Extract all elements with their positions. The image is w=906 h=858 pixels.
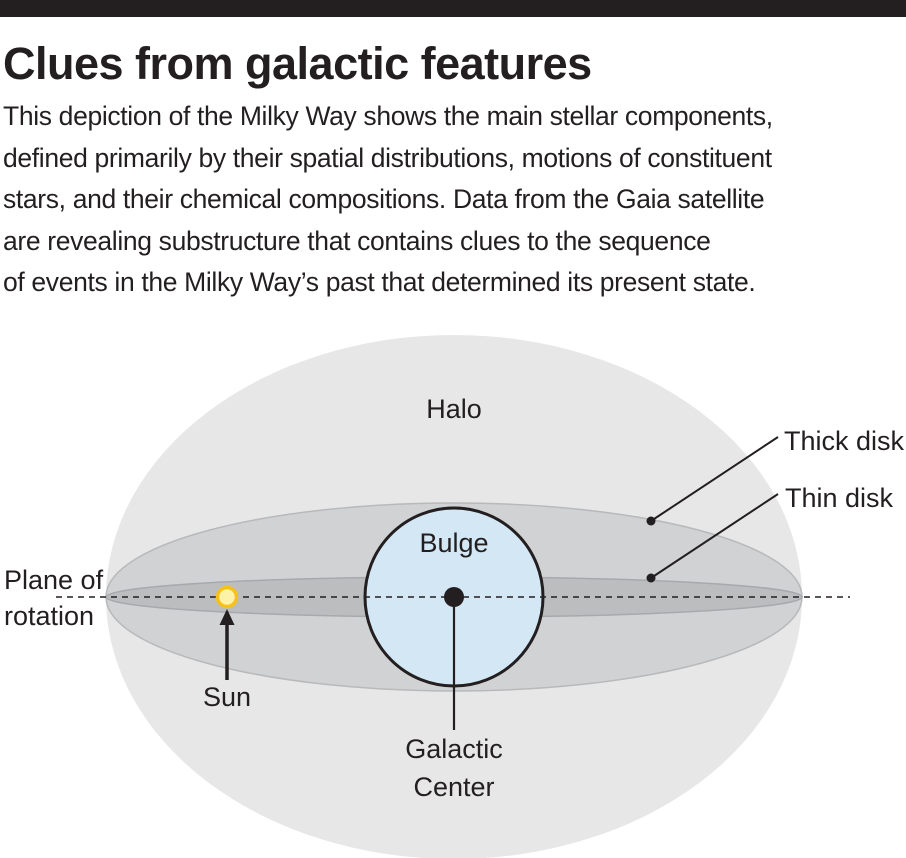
caption-line: of events in the Milky Way’s past that d… bbox=[3, 267, 756, 297]
bulge-label: Bulge bbox=[419, 528, 488, 558]
sun-label: Sun bbox=[203, 682, 251, 712]
plane-of-rotation-label-line1: Plane of bbox=[4, 565, 104, 595]
top-rule bbox=[0, 0, 906, 17]
caption-line: defined primarily by their spatial distr… bbox=[3, 142, 772, 173]
thick-disk-label: Thick disk bbox=[784, 426, 905, 456]
galactic-center-label-line1: Galactic bbox=[405, 734, 503, 764]
thick-disk-leader bbox=[650, 436, 779, 522]
figure-caption: This depiction of the Milky Way shows th… bbox=[3, 96, 903, 304]
figure-title: Clues from galactic features bbox=[3, 38, 592, 89]
thin-disk-leader bbox=[650, 493, 779, 579]
thin-disk-leader-dot bbox=[646, 573, 656, 583]
caption-line: are revealing substructure that contains… bbox=[3, 225, 711, 256]
caption-line: stars, and their chemical compositions. … bbox=[3, 184, 765, 214]
thick-disk-leader-dot bbox=[646, 516, 656, 526]
sun-arrow-head bbox=[219, 609, 235, 625]
galactic-center-label-line2: Center bbox=[413, 772, 494, 802]
sun-marker bbox=[215, 585, 239, 609]
plane-of-rotation-label-line2: rotation bbox=[4, 601, 94, 631]
caption-line: This depiction of the Milky Way shows th… bbox=[3, 101, 773, 131]
halo-label: Halo bbox=[426, 394, 482, 424]
thin-disk-label: Thin disk bbox=[785, 483, 894, 513]
